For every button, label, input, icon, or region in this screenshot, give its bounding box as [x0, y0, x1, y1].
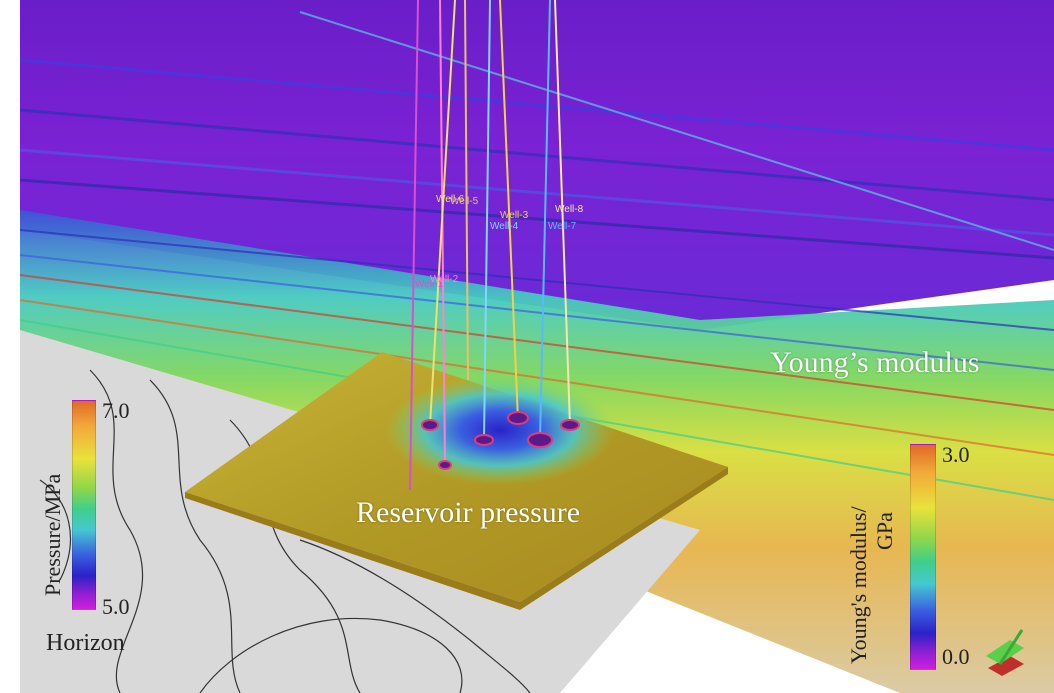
well-markers — [421, 411, 580, 470]
youngs-max-label: 3.0 — [942, 442, 970, 467]
youngs-modulus-caption: Young’s modulus — [770, 346, 980, 379]
well-labels: Well-1 Well-2 Well-6 Well-5 Well-3 Well-… — [415, 194, 584, 290]
well-label-2: Well-2 — [430, 274, 459, 285]
horizon-contours — [39, 369, 531, 693]
reservoir-edge — [185, 467, 728, 610]
strata-lines — [19, 11, 1054, 260]
well-label-8: Well-8 — [555, 204, 584, 215]
pressure-anomaly — [385, 375, 615, 485]
well-label-7: Well-7 — [548, 221, 577, 232]
well-label-4: Well-4 — [490, 221, 519, 232]
pressure-axis-title: Pressure/MPa — [40, 473, 65, 596]
well-trajectories — [409, 0, 571, 491]
pressure-max-label: 7.0 — [102, 398, 130, 423]
youngs-min-label: 0.0 — [942, 644, 970, 669]
well-label-6: Well-6 — [436, 194, 465, 205]
pressure-min-label: 5.0 — [102, 594, 130, 619]
reservoir-pressure-caption: Reservoir pressure — [356, 496, 581, 529]
youngs-axis-title-line2: GPa — [872, 512, 897, 550]
well-label-1: Well-1 — [415, 279, 444, 290]
horizon-caption: Horizon — [46, 630, 125, 656]
youngs-modulus-colorbar — [910, 444, 936, 670]
axis-glyph-icon — [986, 629, 1024, 676]
pressure-colorbar — [72, 400, 96, 610]
well-label-3: Well-3 — [500, 210, 529, 221]
well-label-5: Well-5 — [450, 196, 479, 207]
youngs-axis-title-line1: Young's modulus/ — [846, 506, 871, 664]
